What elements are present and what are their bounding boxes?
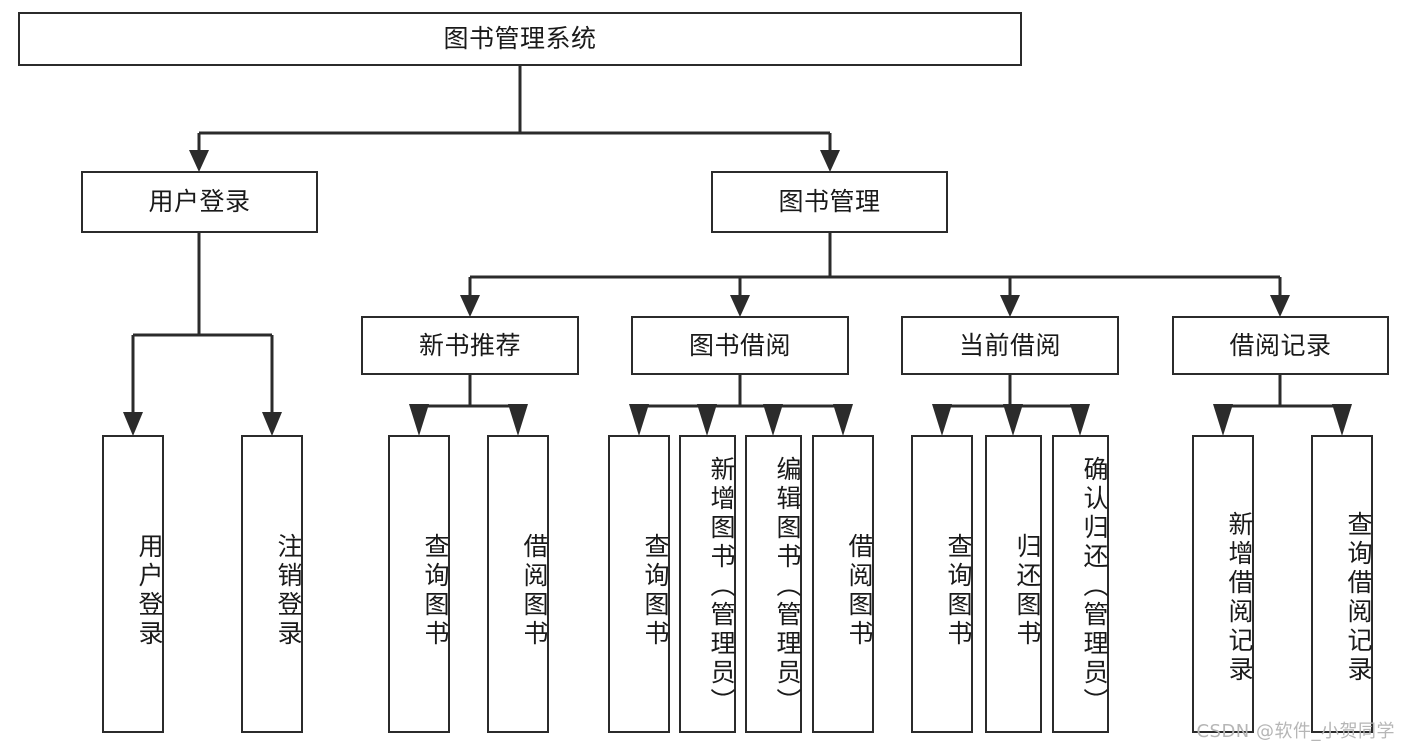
leaf-logout[interactable]: 注销登录 bbox=[241, 435, 303, 733]
leaf-borrow-book-nb-label: 借阅图书 bbox=[520, 533, 549, 649]
leaf-add-book-admin[interactable]: 新增图书（管理员） bbox=[679, 435, 736, 733]
node-book-borrow[interactable]: 图书借阅 bbox=[631, 316, 849, 375]
leaf-query-book-bw[interactable]: 查询图书 bbox=[608, 435, 670, 733]
arrowhead-cu-leaf-1 bbox=[932, 404, 952, 436]
leaf-query-borrow-record-label: 查询借阅记录 bbox=[1344, 511, 1373, 685]
arrowhead-rc-leaf-2 bbox=[1332, 404, 1352, 436]
leaf-query-book-nb[interactable]: 查询图书 bbox=[388, 435, 450, 733]
node-user-login-label: 用户登录 bbox=[148, 187, 251, 217]
leaf-add-book-admin-label: 新增图书（管理员） bbox=[707, 455, 736, 717]
leaf-borrow-book-bw-label: 借阅图书 bbox=[845, 533, 874, 649]
arrowhead-nb-leaf-2 bbox=[508, 404, 528, 436]
node-new-book-recommend[interactable]: 新书推荐 bbox=[361, 316, 579, 375]
leaf-edit-book-admin-label: 编辑图书（管理员） bbox=[773, 455, 802, 717]
node-current-borrow-label: 当前借阅 bbox=[958, 330, 1061, 360]
leaf-borrow-book-bw[interactable]: 借阅图书 bbox=[812, 435, 874, 733]
node-book-management-label: 图书管理 bbox=[778, 187, 881, 217]
leaf-edit-book-admin[interactable]: 编辑图书（管理员） bbox=[745, 435, 802, 733]
leaf-query-borrow-record[interactable]: 查询借阅记录 bbox=[1311, 435, 1373, 733]
watermark-text: CSDN @软件_小贺同学 bbox=[1196, 721, 1395, 742]
arrowhead-book-mgmt bbox=[820, 150, 840, 172]
arrowhead-cu-leaf-3 bbox=[1070, 404, 1090, 436]
leaf-add-borrow-record[interactable]: 新增借阅记录 bbox=[1192, 435, 1254, 733]
arrowhead-borrow bbox=[730, 295, 750, 317]
arrowhead-leaf-logout bbox=[262, 412, 282, 436]
node-book-management[interactable]: 图书管理 bbox=[711, 171, 948, 233]
node-book-borrow-label: 图书借阅 bbox=[688, 330, 791, 360]
leaf-logout-label: 注销登录 bbox=[274, 533, 303, 649]
leaf-query-book-bw-label: 查询图书 bbox=[641, 533, 670, 649]
leaf-query-book-cu[interactable]: 查询图书 bbox=[911, 435, 973, 733]
leaf-confirm-return-admin[interactable]: 确认归还（管理员） bbox=[1052, 435, 1109, 733]
arrowheads bbox=[123, 150, 1352, 436]
leaf-return-book[interactable]: 归还图书 bbox=[985, 435, 1042, 733]
node-current-borrow[interactable]: 当前借阅 bbox=[901, 316, 1119, 375]
node-root-label: 图书管理系统 bbox=[443, 24, 597, 54]
leaf-confirm-return-admin-label: 确认归还（管理员） bbox=[1080, 455, 1109, 717]
leaf-query-book-nb-label: 查询图书 bbox=[421, 533, 450, 649]
leaf-return-book-label: 归还图书 bbox=[1013, 533, 1042, 649]
node-new-book-recommend-label: 新书推荐 bbox=[418, 330, 521, 360]
arrowhead-bw-leaf-4 bbox=[833, 404, 853, 436]
node-user-login[interactable]: 用户登录 bbox=[81, 171, 318, 233]
arrowhead-leaf-user-login bbox=[123, 412, 143, 436]
arrowhead-bw-leaf-3 bbox=[763, 404, 783, 436]
leaf-add-borrow-record-label: 新增借阅记录 bbox=[1225, 511, 1254, 685]
node-root[interactable]: 图书管理系统 bbox=[18, 12, 1022, 66]
arrowhead-current bbox=[1000, 295, 1020, 317]
leaf-user-login[interactable]: 用户登录 bbox=[102, 435, 164, 733]
arrowhead-bw-leaf-2 bbox=[697, 404, 717, 436]
leaf-user-login-label: 用户登录 bbox=[135, 533, 164, 649]
arrowhead-records bbox=[1270, 295, 1290, 317]
node-borrow-records[interactable]: 借阅记录 bbox=[1172, 316, 1389, 375]
node-borrow-records-label: 借阅记录 bbox=[1229, 330, 1332, 360]
arrowhead-nb-leaf-1 bbox=[409, 404, 429, 436]
arrowhead-cu-leaf-2 bbox=[1003, 404, 1023, 436]
leaf-query-book-cu-label: 查询图书 bbox=[944, 533, 973, 649]
arrowhead-rc-leaf-1 bbox=[1213, 404, 1233, 436]
arrowhead-new-books bbox=[460, 295, 480, 317]
arrowhead-bw-leaf-1 bbox=[629, 404, 649, 436]
leaf-borrow-book-nb[interactable]: 借阅图书 bbox=[487, 435, 549, 733]
arrowhead-user-login bbox=[189, 150, 209, 172]
